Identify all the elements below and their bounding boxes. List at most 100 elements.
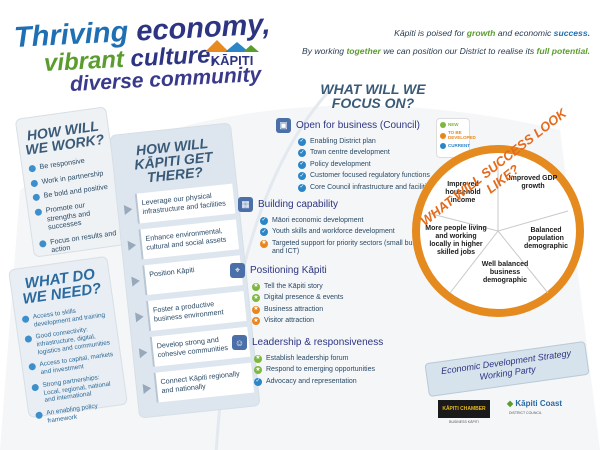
there-step: Position Kāpiti — [142, 255, 243, 296]
status-new-icon: ★ — [254, 355, 262, 363]
focus-heading-text: Open for business (Council) — [296, 120, 420, 131]
status-new-icon: ★ — [252, 294, 260, 303]
intro-line-1: Kāpiti is poised for growth and economic… — [300, 28, 590, 40]
focus-item-text: Māori economic development — [272, 217, 364, 224]
focus-item-text: Establish leadership forum — [266, 355, 349, 362]
focus-section-open-for-business: ▣ Open for business (Council) ✓ Enabling … — [276, 118, 476, 195]
kapiti-logo: KĀPITI — [205, 40, 259, 68]
success-local-jobs: More people living and working locally i… — [425, 225, 487, 257]
focus-item: ★ Business attraction — [252, 305, 430, 314]
focus-item: ★ Respond to emerging opportunities — [254, 366, 432, 375]
council-logo: ◆ Kāpiti Coast — [507, 399, 591, 408]
focus-title: WHAT WILL WE FOCUS ON? — [320, 81, 426, 111]
focus-item-text: Respond to emerging opportunities — [266, 366, 375, 374]
blocks-icon: ▦ — [238, 197, 253, 212]
focus-item: ✓Māori economic development — [260, 217, 438, 225]
focus-item-text: Policy development — [310, 160, 371, 168]
status-new-icon: ★ — [252, 283, 260, 291]
legend-new-icon — [440, 122, 446, 128]
focus-item: ★ Tell the Kāpiti story — [252, 283, 430, 291]
success-household-income: Improved household income — [445, 181, 481, 205]
focus-item: ★ Visitor attraction — [252, 317, 430, 326]
status-current-icon: ✓ — [298, 172, 306, 181]
legend-developing-icon — [440, 132, 446, 139]
council-logo-mark: ◆ — [507, 399, 514, 408]
focus-section-building-capability: ▦ Building capability ✓Māori economic de… — [238, 197, 438, 260]
intro-p2a: By working — [302, 45, 345, 56]
there-title: HOW WILL KĀPITI GET THERE? — [133, 134, 214, 186]
legend-new: NEW — [440, 122, 466, 128]
focus-item-text: Advocacy and representation — [266, 377, 357, 385]
focus-item-text: Digital presence & events — [264, 294, 344, 302]
focus-item: ✓ Core Council infrastructure and facilit… — [298, 183, 476, 192]
intro-together: together — [346, 45, 381, 56]
focus-item: ✓Youth skills and workforce development — [260, 228, 438, 237]
focus-item-text: Tell the Kāpiti story — [264, 283, 323, 290]
work-title: HOW WILL WE WORK? — [24, 117, 106, 158]
focus-heading-text: Positioning Kāpiti — [250, 265, 327, 276]
focus-item-text: Targeted support for priority sectors (s… — [272, 239, 433, 256]
focus-item-text: Town centre development — [310, 149, 390, 157]
council-logo-sub: DISTRICT COUNCIL — [509, 411, 542, 415]
intro-text: Kāpiti is poised for growth and economic… — [300, 28, 590, 57]
success-gdp-growth: Improved GDP growth — [508, 175, 558, 191]
focus-item: ✓ Enabling District plan — [298, 138, 476, 146]
status-current-icon: ✓ — [298, 183, 306, 192]
focus-item-text: Customer focused regulatory functions — [310, 172, 430, 180]
focus-item: ✓ Advocacy and representation — [254, 377, 432, 386]
status-current-icon: ✓ — [298, 138, 306, 146]
focus-item-text: Youth skills and workforce development — [272, 228, 395, 236]
focus-item-text: Visitor attraction — [264, 317, 315, 325]
what-do-we-need-panel: WHAT DO WE NEED? Access to skills develo… — [8, 255, 128, 424]
success-population-demographic: Balanced population demographic — [524, 227, 568, 251]
focus-item-text: Enabling District plan — [310, 138, 376, 145]
focus-item: ★ Establish leadership forum — [254, 355, 432, 363]
status-current-icon: ✓ — [298, 160, 306, 169]
people-icon: ☺ — [232, 335, 247, 350]
legend-developing-label: TO BE DEVELOPED — [448, 130, 476, 140]
focus-item-text: Business attraction — [264, 305, 324, 313]
focus-section-heading: ⌖ Positioning Kāpiti — [230, 263, 430, 278]
status-current-icon: ✓ — [298, 149, 306, 158]
status-developing-icon: ★ — [252, 305, 260, 314]
map-pin-icon: ⌖ — [230, 263, 245, 278]
focus-item: ★ Digital presence & events — [252, 294, 430, 303]
there-step: Enhance environmental, cultural and soci… — [138, 219, 240, 260]
intro-p1c: and economic — [497, 28, 552, 38]
logo-wordmark: KĀPITI — [211, 53, 254, 68]
intro-growth: growth — [466, 28, 496, 38]
building-icon: ▣ — [276, 118, 291, 133]
focus-section-heading: ▦ Building capability — [238, 197, 438, 212]
chamber-logo-sub: BUSINESS KĀPITI — [449, 420, 479, 424]
council-logo-text: Kāpiti Coast — [515, 399, 563, 408]
legend-current: CURRENT — [440, 143, 470, 149]
focus-section-heading: ▣ Open for business (Council) — [276, 118, 476, 133]
status-developing-icon: ★ — [252, 317, 260, 326]
focus-item: ✓ Policy development — [298, 160, 476, 169]
focus-item: ★ Targeted support for priority sectors (… — [260, 239, 438, 257]
how-will-we-work-panel: HOW WILL WE WORK? Be responsive Work in … — [14, 106, 126, 258]
need-title: WHAT DO WE NEED? — [21, 265, 103, 308]
intro-success: success. — [553, 28, 590, 38]
legend-developing: TO BE DEVELOPED — [440, 130, 476, 140]
there-step: Leverage our physical infrastructure and… — [134, 183, 236, 224]
focus-item-text: Core Council infrastructure and faciliti… — [310, 183, 434, 191]
status-developing-icon: ★ — [260, 239, 268, 248]
legend-current-label: CURRENT — [448, 142, 470, 148]
work-item: Promote our strengths and successes — [34, 197, 115, 234]
status-new-icon: ★ — [254, 366, 262, 375]
focus-item: ✓ Town centre development — [298, 149, 476, 158]
need-list: Access to skills development and trainin… — [16, 302, 129, 427]
intro-p1a: Kāpiti is poised for — [394, 28, 465, 38]
focus-heading-text: Building capability — [258, 199, 339, 210]
intro-line-2: By working together we can position our … — [300, 46, 590, 58]
focus-section-leadership: ☺ Leadership & responsiveness ★ Establish… — [232, 335, 432, 389]
legend-new-label: NEW — [448, 121, 459, 127]
focus-item: ✓ Customer focused regulatory functions — [298, 172, 476, 181]
chamber-logo: KĀPITI CHAMBER — [438, 400, 490, 418]
status-current-icon: ✓ — [254, 377, 262, 386]
legend-current-icon — [440, 143, 446, 149]
focus-section-heading: ☺ Leadership & responsiveness — [232, 335, 432, 350]
focus-section-positioning-kapiti: ⌖ Positioning Kāpiti ★ Tell the Kāpiti st… — [230, 263, 430, 329]
success-circle: Improved household income Improved GDP g… — [412, 145, 584, 317]
